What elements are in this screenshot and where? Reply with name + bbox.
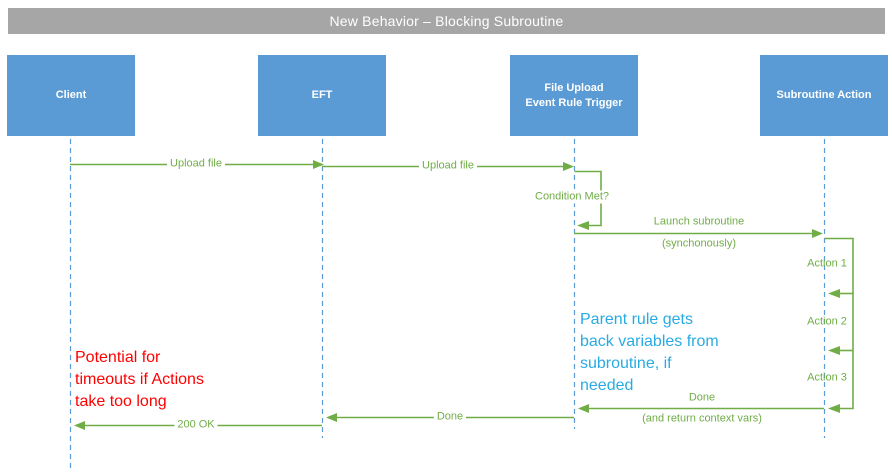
note-line: subroutine, if bbox=[580, 355, 672, 372]
label-200-ok: 200 OK bbox=[174, 418, 218, 432]
actor-box-subroutine-action: Subroutine Action bbox=[760, 55, 888, 136]
arrow-actions-bracket bbox=[824, 237, 854, 410]
arrowhead-200-ok bbox=[74, 421, 85, 430]
note-line: back variables from bbox=[580, 333, 719, 350]
label-upload-file-2: Upload file bbox=[419, 159, 477, 173]
arrowhead-condition-met-loop bbox=[577, 221, 589, 230]
note-line: take too long bbox=[75, 393, 167, 410]
note-line: Parent rule gets bbox=[580, 311, 693, 328]
label-action-1: Action 1 bbox=[807, 257, 847, 270]
note-parent-rule-variables: Parent rule gets back variables from sub… bbox=[580, 309, 719, 397]
arrowhead-done bbox=[326, 413, 337, 422]
label-action-3: Action 3 bbox=[807, 371, 847, 384]
note-line: Potential for bbox=[75, 349, 161, 366]
actor-label: Client bbox=[55, 89, 87, 101]
actor-label-line: File Upload bbox=[544, 81, 604, 94]
arrowhead-action-2-return bbox=[828, 346, 840, 355]
arrowhead-done-return-context-vars bbox=[578, 404, 589, 413]
label-launch-subroutine: Launch subroutine bbox=[653, 215, 745, 228]
actor-box-eft: EFT bbox=[258, 55, 386, 136]
arrowhead-upload-file-1 bbox=[313, 160, 324, 169]
note-timeout-warning: Potential for timeouts if Actions take t… bbox=[75, 347, 204, 413]
actor-label-line: Event Rule Trigger bbox=[525, 96, 623, 109]
arrowhead-action-3-return bbox=[828, 404, 840, 413]
arrowhead-upload-file-2 bbox=[563, 162, 574, 171]
label-done-return: Done bbox=[688, 391, 716, 404]
note-line: needed bbox=[580, 377, 634, 394]
label-done-return-note: (and return context vars) bbox=[642, 412, 762, 425]
diagram-title: New Behavior – Blocking Subroutine bbox=[329, 13, 564, 29]
arrowhead-action-1-return bbox=[828, 289, 840, 298]
label-done: Done bbox=[433, 410, 467, 424]
actor-label: EFT bbox=[311, 89, 333, 101]
label-condition-met: Condition Met? bbox=[532, 190, 612, 204]
actor-label: Subroutine Action bbox=[776, 89, 872, 101]
label-launch-subroutine-note: (synchonously) bbox=[662, 237, 736, 250]
note-line: timeouts if Actions bbox=[75, 371, 204, 388]
actor-box-client: Client bbox=[7, 55, 135, 136]
actor-box-file-upload-trigger: File Upload Event Rule Trigger bbox=[510, 55, 638, 136]
label-upload-file-1: Upload file bbox=[167, 157, 225, 171]
diagram-title-bar: New Behavior – Blocking Subroutine bbox=[8, 8, 885, 34]
arrowhead-launch-subroutine bbox=[812, 229, 823, 238]
label-action-2: Action 2 bbox=[807, 315, 847, 328]
